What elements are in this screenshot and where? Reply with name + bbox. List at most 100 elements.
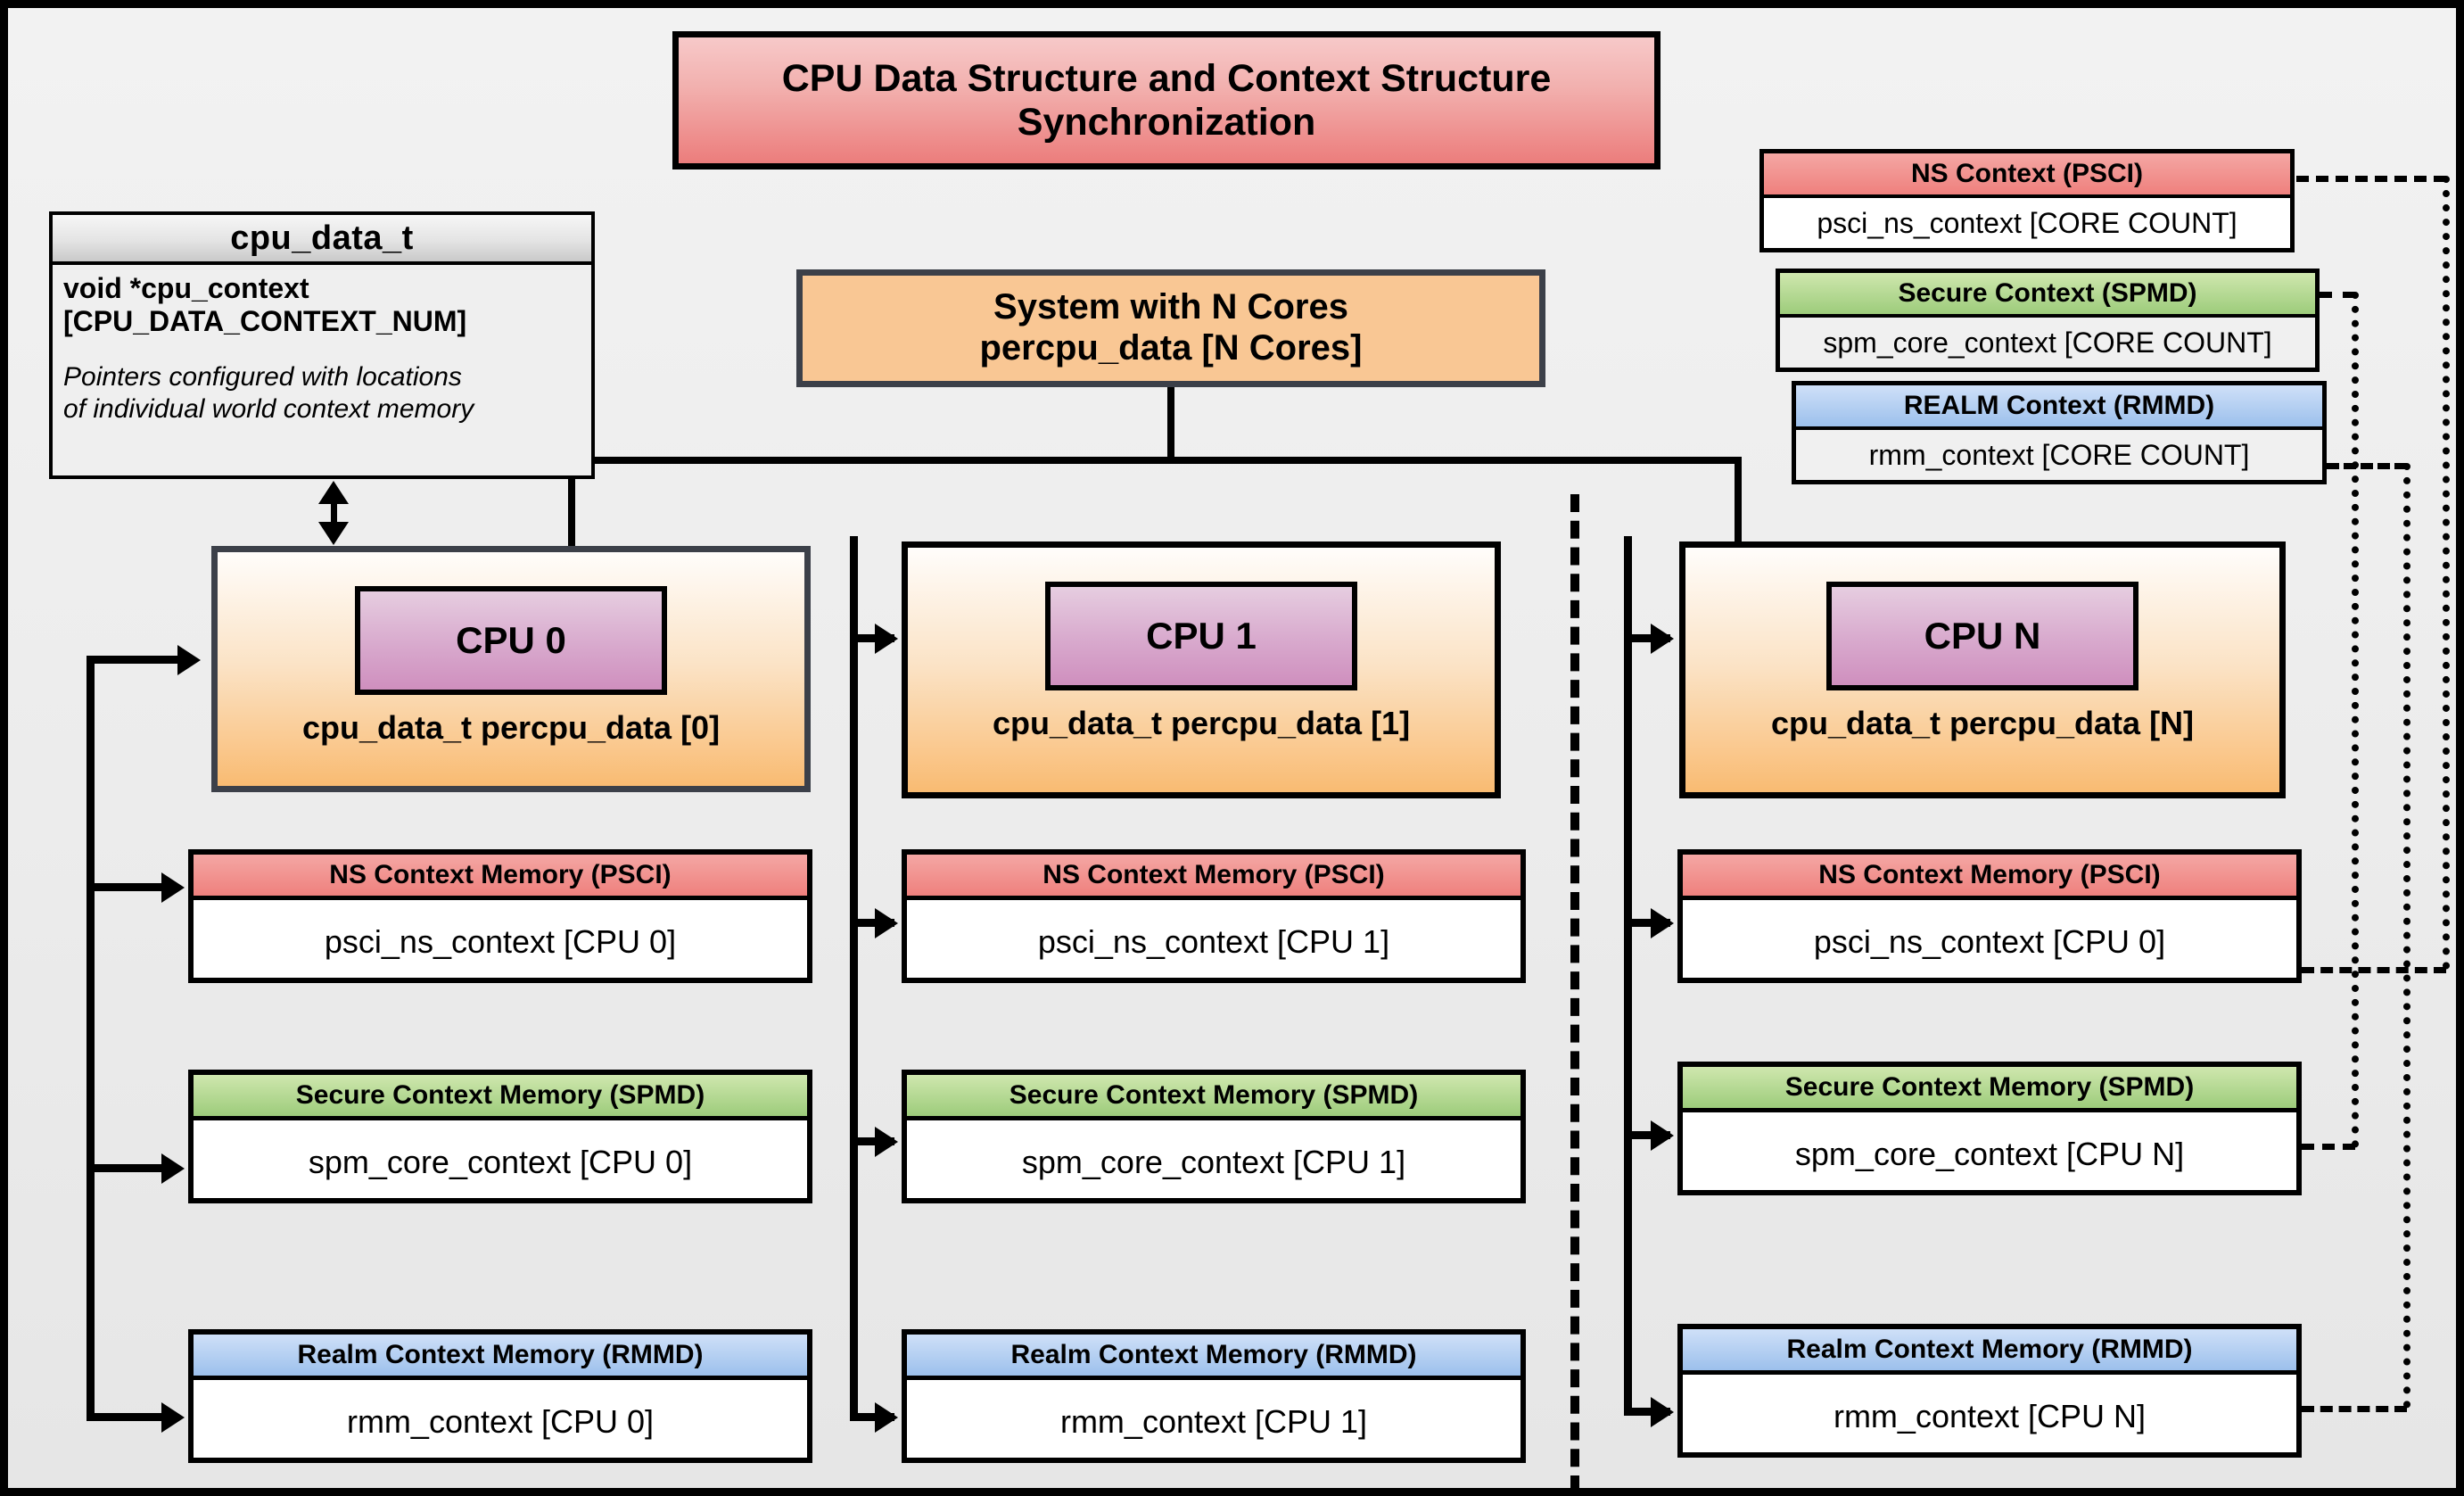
legend-secure-body: spm_core_context [CORE COUNT] xyxy=(1823,326,2272,359)
mem-secure-cpu0-header: Secure Context Memory (SPMD) xyxy=(194,1075,807,1120)
cpu-chip-1: CPU 1 xyxy=(1045,582,1357,690)
bracket-cpu0-arrow-realm xyxy=(161,1402,185,1433)
mem-secure-cpu0: Secure Context Memory (SPMD) spm_core_co… xyxy=(188,1070,812,1203)
dashed-realm-top xyxy=(2327,463,2407,469)
mem-secure-cpun-body: spm_core_context [CPU N] xyxy=(1794,1136,2185,1172)
cpu-data-t-body: void *cpu_context [CPU_DATA_CONTEXT_NUM]… xyxy=(53,265,591,426)
cpu-data-t-field-array: [CPU_DATA_CONTEXT_NUM] xyxy=(63,305,467,338)
legend-realm-header: REALM Context (RMMD) xyxy=(1796,385,2322,430)
bracket-cpu1-arm-secure xyxy=(850,1137,894,1145)
cpu-label-n: cpu_data_t percpu_data [N] xyxy=(1770,705,2195,741)
mem-realm-cpu1-body: rmm_context [CPU 1] xyxy=(1059,1403,1368,1440)
bracket-cpu1-arrow-realm xyxy=(875,1402,898,1433)
bracket-cpun-arrow-secure xyxy=(1651,1120,1674,1151)
trunk-branch-cpun xyxy=(1735,457,1742,546)
cpu-chip-0: CPU 0 xyxy=(355,586,667,695)
dashed-link-arrow-up xyxy=(318,481,349,504)
bracket-cpu1-arrow-block xyxy=(875,624,898,654)
mem-ns-cpu1-body: psci_ns_context [CPU 1] xyxy=(1037,923,1390,960)
trunk-branch-cpu0 xyxy=(568,457,575,550)
dashed-ns-top xyxy=(2296,176,2446,182)
bracket-cpu0-arrow-ns xyxy=(161,872,185,903)
cpu-block-n: CPU N cpu_data_t percpu_data [N] xyxy=(1679,541,2286,798)
dashed-secure-bottom xyxy=(2302,1144,2355,1150)
mem-realm-cpu0-header: Realm Context Memory (RMMD) xyxy=(194,1335,807,1380)
bracket-cpun-arm-secure xyxy=(1624,1131,1670,1139)
mem-realm-cpun-header: Realm Context Memory (RMMD) xyxy=(1683,1329,2296,1375)
cpu-data-t-header: cpu_data_t xyxy=(53,215,591,265)
bracket-cpu0-arrow-block xyxy=(177,645,201,675)
mem-ns-cpu0: NS Context Memory (PSCI) psci_ns_context… xyxy=(188,849,812,983)
bracket-cpu0-arm-ns xyxy=(87,883,167,891)
bracket-cpu0-arm-realm xyxy=(87,1413,167,1421)
bracket-cpun-arm-realm xyxy=(1624,1408,1670,1416)
dashed-link-arrow-down xyxy=(318,522,349,545)
bracket-cpun-arrow-block xyxy=(1651,624,1674,654)
bracket-cpu1-spine xyxy=(850,536,858,1420)
cpu-data-t-field: void *cpu_context xyxy=(63,272,309,304)
bracket-cpu0-spine xyxy=(87,656,95,1420)
legend-ns-header: NS Context (PSCI) xyxy=(1764,153,2290,198)
cpu-block-1: CPU 1 cpu_data_t percpu_data [1] xyxy=(902,541,1501,798)
cpu-data-t-note-line1: Pointers configured with locations xyxy=(63,362,462,393)
mem-ns-cpu1-header: NS Context Memory (PSCI) xyxy=(907,855,1520,900)
mem-secure-cpu0-body: spm_core_context [CPU 0] xyxy=(308,1144,693,1180)
mem-realm-cpu0-body: rmm_context [CPU 0] xyxy=(346,1403,655,1440)
trunk-vertical xyxy=(1167,387,1174,463)
mem-realm-cpun: Realm Context Memory (RMMD) rmm_context … xyxy=(1677,1324,2302,1458)
mem-ns-cpun-header: NS Context Memory (PSCI) xyxy=(1683,855,2296,900)
dashed-realm-bottom xyxy=(2302,1406,2407,1412)
bracket-cpu1-arm-realm xyxy=(850,1413,894,1421)
mem-ns-cpu0-body: psci_ns_context [CPU 0] xyxy=(324,923,677,960)
bracket-cpun-arrow-realm xyxy=(1651,1397,1674,1427)
mem-ns-cpun-body: psci_ns_context [CPU 0] xyxy=(1813,923,2166,960)
bracket-cpun-spine xyxy=(1624,536,1632,1415)
cpu-data-t-struct: cpu_data_t void *cpu_context [CPU_DATA_C… xyxy=(49,211,595,479)
mem-realm-cpu1: Realm Context Memory (RMMD) rmm_context … xyxy=(902,1329,1526,1463)
dashed-ns-bottom xyxy=(2302,967,2446,973)
bracket-cpu1-arm-block xyxy=(850,634,894,642)
dashed-secure-top xyxy=(2320,292,2355,298)
mem-ns-cpu0-header: NS Context Memory (PSCI) xyxy=(194,855,807,900)
dashed-secure-vertical xyxy=(2352,292,2359,1148)
cpu-label-1: cpu_data_t percpu_data [1] xyxy=(992,705,1411,741)
legend-ns-body: psci_ns_context [CORE COUNT] xyxy=(1764,198,2290,248)
legend-secure-context: Secure Context (SPMD) spm_core_context [… xyxy=(1776,269,2320,372)
bracket-cpu1-arrow-ns xyxy=(875,908,898,938)
bracket-cpu0-arm-secure xyxy=(87,1164,167,1172)
mem-secure-cpun-header: Secure Context Memory (SPMD) xyxy=(1683,1067,2296,1112)
dashed-link-line xyxy=(331,500,337,524)
mem-realm-cpu0: Realm Context Memory (RMMD) rmm_context … xyxy=(188,1329,812,1463)
mem-secure-cpun: Secure Context Memory (SPMD) spm_core_co… xyxy=(1677,1062,2302,1195)
mem-secure-cpu1: Secure Context Memory (SPMD) spm_core_co… xyxy=(902,1070,1526,1203)
trunk-horizontal xyxy=(568,457,1742,464)
cpu-data-t-note-line2: of individual world context memory xyxy=(63,394,474,425)
mem-ns-cpun: NS Context Memory (PSCI) psci_ns_context… xyxy=(1677,849,2302,983)
mem-secure-cpu1-header: Secure Context Memory (SPMD) xyxy=(907,1075,1520,1120)
dashed-ns-vertical xyxy=(2443,176,2450,970)
bracket-cpu1-arm-ns xyxy=(850,919,894,927)
cpu-block-0: CPU 0 cpu_data_t percpu_data [0] xyxy=(211,546,811,792)
legend-ns-context: NS Context (PSCI) psci_ns_context [CORE … xyxy=(1759,149,2295,252)
cpu-label-0: cpu_data_t percpu_data [0] xyxy=(301,709,721,746)
bracket-cpun-arrow-ns xyxy=(1651,908,1674,938)
mem-realm-cpun-body: rmm_context [CPU N] xyxy=(1833,1398,2147,1434)
legend-secure-header: Secure Context (SPMD) xyxy=(1780,273,2315,318)
bracket-cpu0-arrow-secure xyxy=(161,1153,185,1184)
bracket-cpun-arm-ns xyxy=(1624,919,1670,927)
system-line2: percpu_data [N Cores] xyxy=(979,328,1363,368)
mem-realm-cpu1-header: Realm Context Memory (RMMD) xyxy=(907,1335,1520,1380)
bracket-cpu0-arm-block xyxy=(87,656,185,664)
legend-realm-context: REALM Context (RMMD) rmm_context [CORE C… xyxy=(1792,381,2327,484)
mem-ns-cpu1: NS Context Memory (PSCI) psci_ns_context… xyxy=(902,849,1526,983)
cpu-chip-n: CPU N xyxy=(1826,582,2138,690)
legend-realm-body: rmm_context [CORE COUNT] xyxy=(1868,438,2250,471)
dashed-realm-vertical xyxy=(2403,463,2410,1409)
bracket-cpu1-arrow-secure xyxy=(875,1127,898,1157)
page-title: CPU Data Structure and Context Structure… xyxy=(672,31,1661,169)
mem-secure-cpu1-body: spm_core_context [CPU 1] xyxy=(1021,1144,1406,1180)
column-separator xyxy=(1570,494,1579,1488)
system-line1: System with N Cores xyxy=(993,287,1348,327)
system-box: System with N Cores percpu_data [N Cores… xyxy=(796,269,1545,387)
